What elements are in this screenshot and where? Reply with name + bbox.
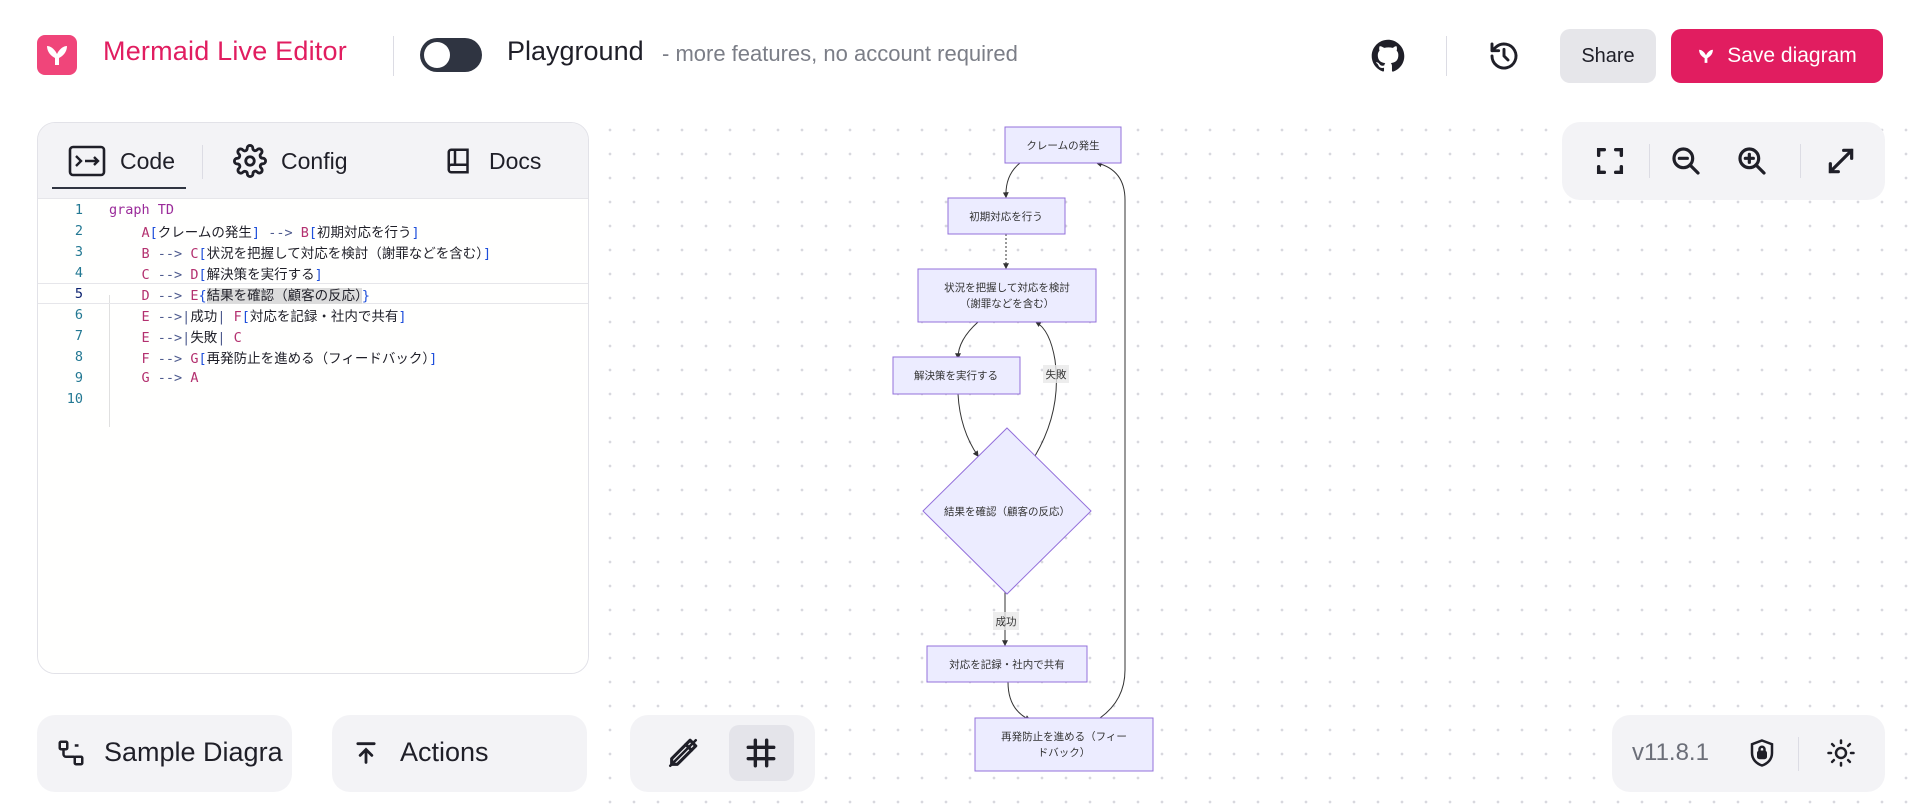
shield-icon[interactable] <box>1744 735 1780 771</box>
playground-subtitle: - more features, no account required <box>662 41 1018 66</box>
code-line-active: 5 D --> E{結果を確認（顧客の反応）} <box>38 283 588 304</box>
header-divider <box>393 36 394 76</box>
zoom-divider <box>1649 144 1650 178</box>
flowchart-icon <box>53 735 89 771</box>
header-divider-2 <box>1446 36 1447 76</box>
indent-guide <box>109 295 110 427</box>
gear-icon <box>233 144 267 178</box>
code-line: 9 G --> A <box>74 369 199 386</box>
tab-docs[interactable]: Docs <box>445 141 541 181</box>
sample-diagrams-button[interactable]: Sample Diagra <box>37 715 292 792</box>
tab-docs-label: Docs <box>489 147 542 174</box>
playground-toggle[interactable] <box>420 38 482 72</box>
pencil-icon[interactable] <box>662 732 704 774</box>
zoom-in-icon[interactable] <box>1732 141 1772 181</box>
code-icon <box>68 145 106 177</box>
tab-code-label: Code <box>120 147 175 174</box>
active-tab-indicator <box>52 187 186 189</box>
actions-button[interactable]: Actions <box>332 715 587 792</box>
save-diagram-button[interactable]: Save diagram <box>1671 29 1883 83</box>
version-divider <box>1798 737 1799 771</box>
version-bar: v11.8.1 <box>1612 715 1885 792</box>
editor-tabs: Code Config Docs <box>38 123 588 199</box>
upload-icon <box>348 735 384 771</box>
github-icon[interactable] <box>1368 36 1408 76</box>
save-diagram-label: Save diagram <box>1727 44 1857 67</box>
code-line: 4 C --> D[解決策を実行する] <box>74 264 323 283</box>
tab-config[interactable]: Config <box>233 141 347 181</box>
header: Mermaid Live Editor Playground - more fe… <box>0 0 1908 112</box>
zoom-out-icon[interactable] <box>1666 141 1706 181</box>
share-button[interactable]: Share <box>1560 29 1656 83</box>
brand-title[interactable]: Mermaid Live Editor <box>103 36 347 66</box>
zoom-divider-2 <box>1800 144 1801 178</box>
playground-title: Playground <box>507 36 644 66</box>
code-line: 3 B --> C[状況を把握して対応を検討（謝罪などを含む）] <box>74 243 492 262</box>
expand-icon[interactable] <box>1821 141 1861 181</box>
sample-diagrams-label: Sample Diagra <box>104 737 283 767</box>
mermaid-logo-icon[interactable] <box>37 35 77 75</box>
diagram-canvas[interactable] <box>590 112 1908 812</box>
code-line: 6 E -->|成功| F[対応を記録・社内で共有] <box>74 306 407 325</box>
toggle-knob <box>424 42 450 68</box>
grid-icon[interactable] <box>740 732 782 774</box>
history-icon[interactable] <box>1484 36 1524 76</box>
tab-config-label: Config <box>281 147 348 174</box>
mermaid-small-icon <box>1699 49 1714 63</box>
zoom-toolbar <box>1562 122 1885 200</box>
version-label[interactable]: v11.8.1 <box>1632 739 1709 766</box>
code-line: 7 E -->|失敗| C <box>74 327 242 346</box>
grid-toggle-active[interactable] <box>729 725 794 781</box>
tab-divider <box>202 145 203 179</box>
book-icon <box>447 148 469 174</box>
code-line: 10 <box>66 390 83 407</box>
sun-icon[interactable] <box>1823 735 1859 771</box>
code-line: 2 A[クレームの発生] --> B[初期対応を行う] <box>74 222 420 241</box>
code-line: 8 F --> G[再発防止を進める（フィードバック）] <box>74 348 438 367</box>
tab-code[interactable]: Code <box>68 141 175 181</box>
actions-label: Actions <box>400 737 489 767</box>
fullscreen-icon[interactable] <box>1590 141 1630 181</box>
